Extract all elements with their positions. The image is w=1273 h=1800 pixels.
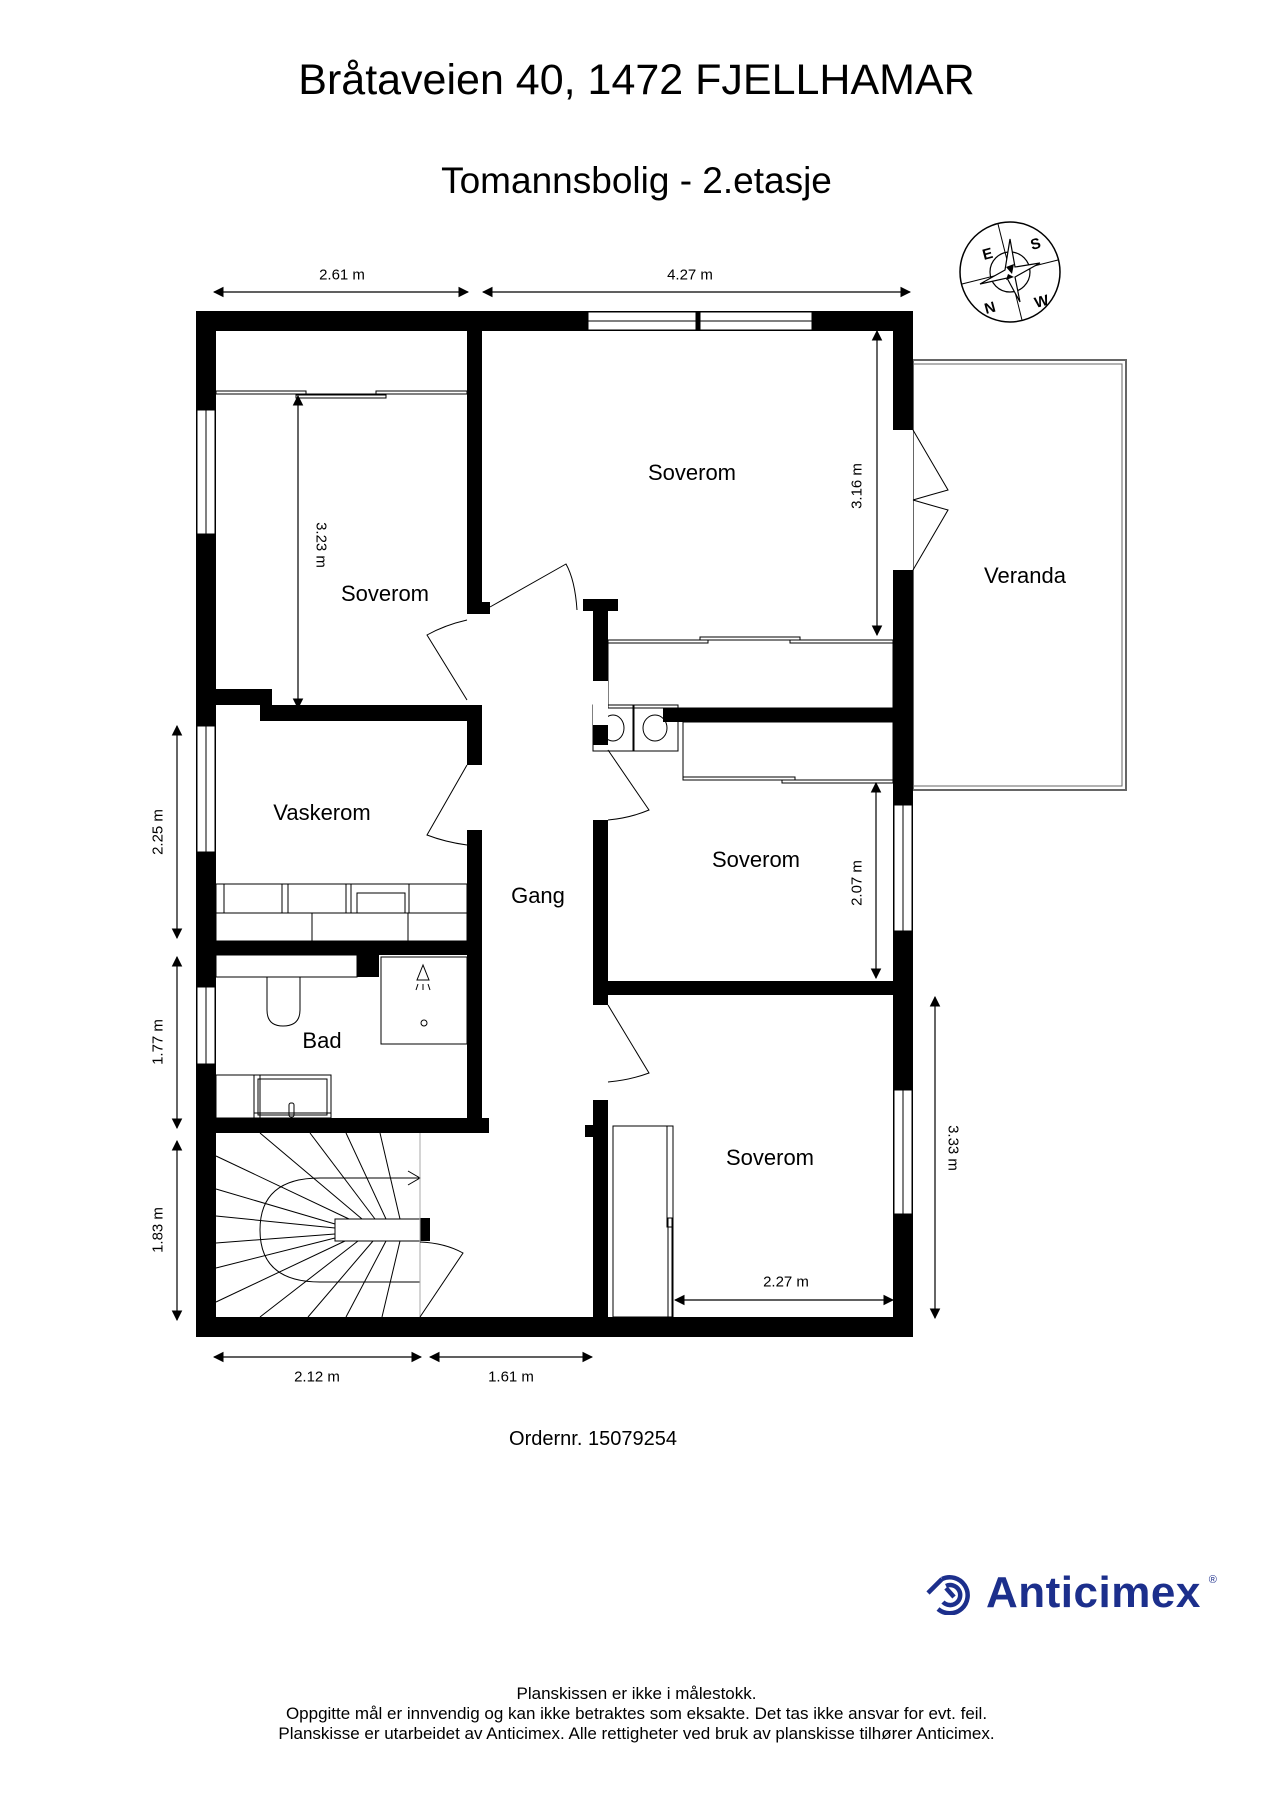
- address-title: Bråtaveien 40, 1472 FJELLHAMAR: [298, 56, 975, 104]
- room-label-soverom-nw: Soverom: [340, 581, 430, 606]
- anticimex-logo-icon: [926, 1575, 970, 1615]
- dim-stair-height: 1.83 m: [149, 1207, 167, 1253]
- anticimex-logo: Anticimex ®: [924, 1568, 1217, 1618]
- svg-text:E: E: [981, 245, 995, 264]
- disclaimer: Planskissen er ikke i målestokk. Oppgitt…: [0, 1684, 1273, 1744]
- dim-vaskerom-height: 2.25 m: [149, 809, 167, 855]
- svg-text:N: N: [983, 299, 998, 318]
- dim-se-bedroom-width: 2.27 m: [763, 1273, 809, 1291]
- dim-nw-bedroom-height: 3.23 m: [312, 522, 330, 568]
- room-label-veranda: Veranda: [984, 563, 1066, 588]
- veranda-door: [893, 429, 949, 571]
- room-label-soverom-e: Soverom: [711, 847, 801, 872]
- disclaimer-line-1: Planskissen er ikke i målestokk.: [516, 1684, 757, 1703]
- room-label-soverom-se: Soverom: [725, 1145, 815, 1170]
- dim-bad-height: 1.77 m: [149, 1019, 167, 1065]
- dim-bottom-mid: 1.61 m: [488, 1368, 534, 1386]
- disclaimer-line-2: Oppgitte mål er innvendig og kan ikke be…: [285, 1704, 988, 1723]
- dimension-lines: [171, 286, 941, 1363]
- room-label-soverom-ne: Soverom: [647, 460, 737, 485]
- dim-se-bedroom-height: 3.33 m: [944, 1125, 962, 1171]
- svg-text:S: S: [1029, 235, 1043, 254]
- dim-top-left: 2.61 m: [319, 266, 365, 284]
- order-number: Ordernr. 15079254: [509, 1428, 677, 1450]
- interior-walls: [216, 331, 893, 1317]
- floor-subtitle: Tomannsbolig - 2.etasje: [441, 160, 832, 201]
- room-label-bad: Bad: [302, 1028, 342, 1053]
- dim-ne-bedroom-height: 3.16 m: [848, 463, 866, 509]
- closets: [215, 390, 894, 1318]
- dim-bottom-left: 2.12 m: [294, 1368, 340, 1386]
- room-label-gang: Gang: [511, 883, 565, 908]
- dim-top-right: 4.27 m: [667, 266, 713, 284]
- room-label-vaskerom: Vaskerom: [273, 800, 371, 825]
- bathroom-fixtures: [215, 954, 468, 1119]
- compass-icon: E S W N: [959, 221, 1061, 323]
- staircase: [215, 1132, 421, 1318]
- brand-name: Anticimex: [986, 1568, 1201, 1617]
- svg-text:W: W: [1033, 292, 1052, 312]
- disclaimer-line-3: Planskisse er utarbeidet av Anticimex. A…: [278, 1724, 995, 1743]
- dim-e-bedroom-height: 2.07 m: [848, 860, 866, 906]
- windows: [196, 311, 913, 1215]
- registered-mark: ®: [1208, 1574, 1217, 1586]
- interior-doors: [419, 563, 650, 1318]
